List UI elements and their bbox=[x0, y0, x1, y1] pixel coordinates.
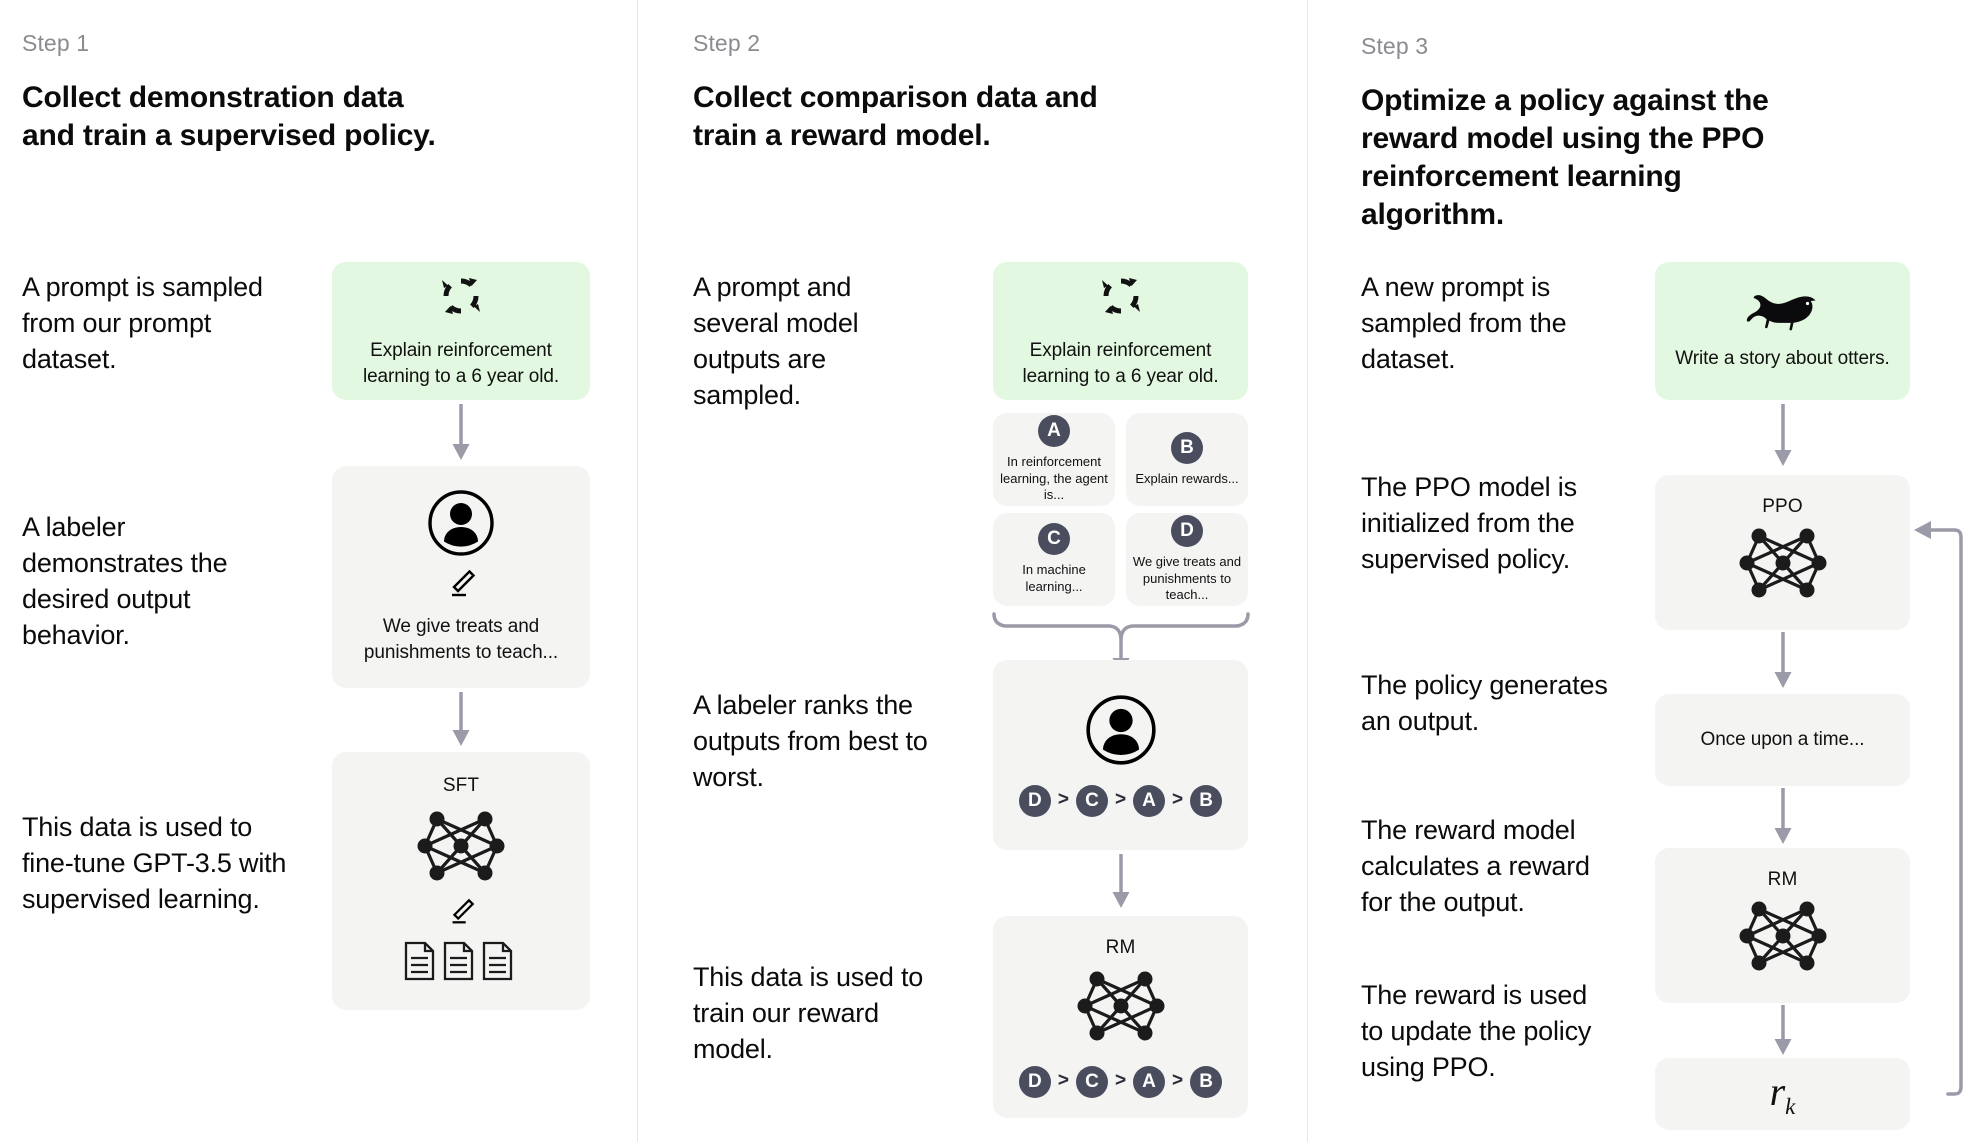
rank-badge-1: D bbox=[1018, 784, 1051, 817]
arrow-down-7 bbox=[1771, 1005, 1795, 1057]
step-3-prompt-text: Write a story about otters. bbox=[1675, 347, 1890, 369]
rm-rank-badge-3: A bbox=[1133, 1065, 1166, 1098]
column-step-2: Step 2 Collect comparison data and train… bbox=[638, 0, 1308, 1142]
rank-badge-4: B bbox=[1190, 784, 1223, 817]
column-step-1: Step 1 Collect demonstration data and tr… bbox=[0, 0, 638, 1142]
step-3-rm-box: RM bbox=[1655, 848, 1910, 1003]
feedback-loop-arrow bbox=[1904, 508, 1964, 1108]
step-3-rm-caption: RM bbox=[1767, 869, 1798, 890]
step-1-prompt-text: Explain reinforcement learning to a 6 ye… bbox=[362, 339, 560, 387]
step-2-rm-ranking-row: D > C > A > B bbox=[1018, 1065, 1223, 1098]
step-3-reward-box: rk bbox=[1655, 1058, 1910, 1130]
pencil-icon bbox=[445, 568, 477, 605]
step-2-description-2: A labeler ranks the outputs from best to… bbox=[693, 690, 928, 792]
cycle-icon bbox=[1098, 273, 1144, 324]
step-1-labeler-box: We give treats and punishments to teach.… bbox=[332, 466, 590, 688]
step-3-prompt-box: Write a story about otters. bbox=[1655, 262, 1910, 400]
step-1-sft-box: SFT bbox=[332, 752, 590, 1010]
step-2-description-3: This data is used to train our reward mo… bbox=[693, 962, 924, 1064]
step-3-ppo-caption: PPO bbox=[1762, 496, 1803, 517]
step-2-rm-box: RM bbox=[993, 916, 1248, 1118]
step-2-prompt-box: Explain reinforcement learning to a 6 ye… bbox=[993, 262, 1248, 400]
step-1-label: Step 1 bbox=[22, 30, 90, 56]
pencil-icon bbox=[446, 897, 476, 932]
rm-rank-badge-4: B bbox=[1190, 1065, 1223, 1098]
step-1-sft-caption: SFT bbox=[442, 774, 480, 796]
step-2-output-card-a: A In reinforcement learning, the agent i… bbox=[993, 413, 1115, 506]
step-2-ranking-row: D > C > A > B bbox=[1018, 784, 1223, 817]
arrow-down-6 bbox=[1771, 788, 1795, 846]
person-in-circle-icon bbox=[427, 489, 495, 562]
step-2-label: Step 2 bbox=[693, 30, 761, 56]
rm-rank-badge-1: D bbox=[1018, 1065, 1051, 1098]
output-badge-c: C bbox=[1038, 523, 1070, 556]
documents-icon bbox=[403, 939, 519, 988]
step-3-title: Optimize a policy against the reward mod… bbox=[1361, 84, 1769, 232]
step-3-output-box: Once upon a time... bbox=[1655, 694, 1910, 786]
rank-badge-3: A bbox=[1133, 784, 1166, 817]
arrow-down-1 bbox=[449, 404, 473, 462]
step-3-description-3: The policy generates an output. bbox=[1361, 670, 1608, 736]
rank-separator-2: > bbox=[1114, 789, 1127, 810]
arrow-down-3 bbox=[1109, 854, 1133, 910]
step-2-output-card-c: C In machine learning... bbox=[993, 513, 1115, 606]
neural-network-icon bbox=[1075, 965, 1167, 1052]
step-1-description-3: This data is used to fine-tune GPT-3.5 w… bbox=[22, 812, 287, 914]
rank-separator-3: > bbox=[1172, 789, 1184, 810]
reward-symbol: rk bbox=[1770, 1068, 1796, 1120]
step-3-description-1: A new prompt is sampled from the dataset… bbox=[1361, 272, 1567, 374]
rm-rank-separator-1: > bbox=[1057, 1070, 1069, 1091]
step-1-title: Collect demonstration data and train a s… bbox=[22, 81, 436, 153]
output-badge-a: A bbox=[1038, 414, 1070, 447]
step-2-ranking-box: D > C > A > B bbox=[993, 660, 1248, 850]
neural-network-icon bbox=[1737, 522, 1829, 609]
step-1-labeler-text: We give treats and punishments to teach.… bbox=[363, 615, 559, 663]
column-step-3: Step 3 Optimize a policy against the rew… bbox=[1308, 0, 1964, 1142]
cycle-icon bbox=[438, 273, 484, 324]
rank-separator-1: > bbox=[1057, 789, 1069, 810]
rm-rank-separator-2: > bbox=[1114, 1070, 1127, 1091]
arrow-down-4 bbox=[1771, 404, 1795, 468]
output-text-d: We give treats and punishments to teach.… bbox=[1132, 553, 1242, 603]
output-text-a: In reinforcement learning, the agent is.… bbox=[1000, 453, 1108, 503]
step-3-description-5: The reward is used to update the policy … bbox=[1361, 980, 1592, 1082]
output-text-b: Explain rewards... bbox=[1135, 470, 1239, 486]
rank-badge-2: C bbox=[1075, 784, 1108, 817]
output-badge-b: B bbox=[1171, 431, 1203, 464]
step-3-label: Step 3 bbox=[1361, 33, 1429, 59]
column-divider-1 bbox=[637, 0, 638, 1142]
step-2-output-card-b: B Explain rewards... bbox=[1126, 413, 1248, 506]
step-3-output-text: Once upon a time... bbox=[1700, 729, 1865, 751]
rm-rank-separator-3: > bbox=[1172, 1070, 1184, 1091]
output-text-c: In machine learning... bbox=[1022, 562, 1086, 594]
neural-network-icon bbox=[415, 805, 507, 892]
person-in-circle-icon bbox=[1085, 694, 1157, 771]
step-2-title: Collect comparison data and train a rewa… bbox=[693, 81, 1098, 153]
neural-network-icon bbox=[1737, 895, 1829, 982]
arrow-down-5 bbox=[1771, 632, 1795, 690]
step-3-ppo-box: PPO bbox=[1655, 475, 1910, 630]
reward-symbol-letter: r bbox=[1769, 1069, 1786, 1114]
step-2-rm-caption: RM bbox=[1105, 936, 1136, 958]
otter-icon bbox=[1745, 291, 1821, 336]
arrow-down-2 bbox=[449, 692, 473, 748]
step-1-description-2: A labeler demonstrates the desired outpu… bbox=[22, 512, 228, 650]
rm-rank-badge-2: C bbox=[1075, 1065, 1108, 1098]
column-divider-2 bbox=[1307, 0, 1308, 1142]
step-1-prompt-box: Explain reinforcement learning to a 6 ye… bbox=[332, 262, 590, 400]
output-badge-d: D bbox=[1171, 514, 1203, 547]
step-3-description-2: The PPO model is initialized from the su… bbox=[1361, 472, 1577, 574]
step-1-description-1: A prompt is sampled from our prompt data… bbox=[22, 272, 263, 374]
step-2-output-card-d: D We give treats and punishments to teac… bbox=[1126, 513, 1248, 606]
reward-symbol-subscript: k bbox=[1785, 1094, 1796, 1119]
step-2-description-1: A prompt and several model outputs are s… bbox=[693, 272, 859, 410]
step-3-description-4: The reward model calculates a reward for… bbox=[1361, 815, 1590, 917]
step-2-prompt-text: Explain reinforcement learning to a 6 ye… bbox=[1022, 339, 1219, 387]
